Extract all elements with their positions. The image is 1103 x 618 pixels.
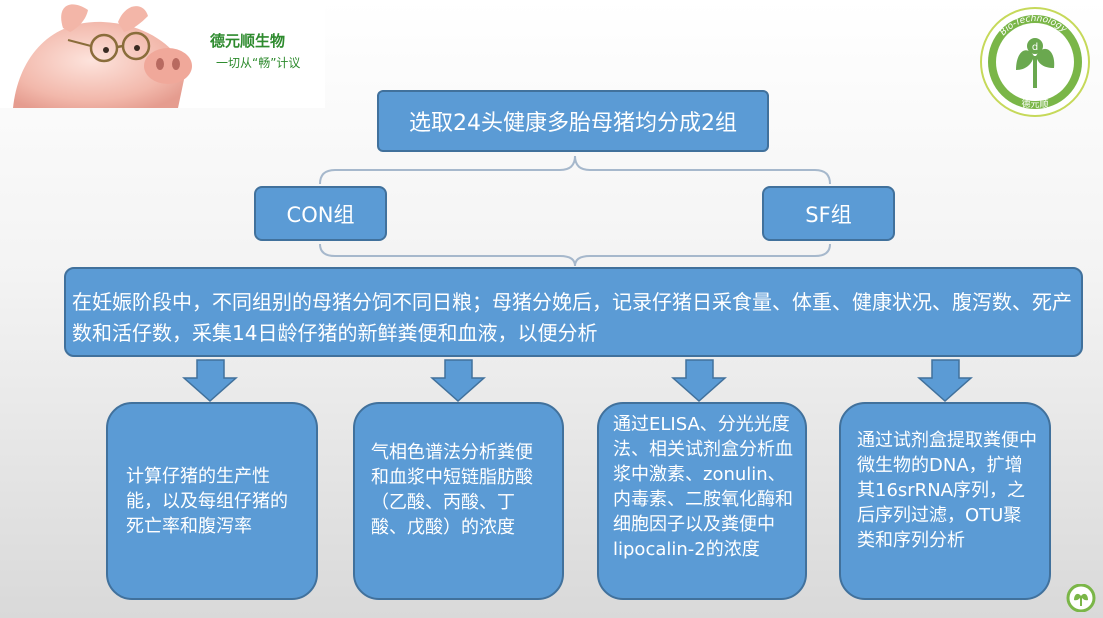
logo-bottom-text: 德元顺 [1021, 98, 1048, 110]
con-group-box: CON组 [254, 186, 387, 241]
result-box-scfa: 气相色谱法分析粪便和血浆中短链脂肪酸（乙酸、丙酸、丁酸、戊酸）的浓度 [353, 402, 564, 600]
result-box-performance: 计算仔猪的生产性能，以及每组仔猪的死亡率和腹泻率 [106, 402, 318, 600]
brand-slogan: 一切从“畅”计议 [216, 56, 301, 70]
brand-name: 德元顺生物 [210, 32, 286, 50]
down-arrow-icon [430, 359, 486, 403]
sf-group-box: SF组 [762, 186, 895, 241]
down-arrow-icon [182, 359, 238, 403]
description-box: 在妊娠阶段中，不同组别的母猪分饲不同日粮；母猪分娩后，记录仔猪日采食量、体重、健… [64, 267, 1083, 357]
brace-bottom [319, 243, 831, 267]
pig-photo [13, 4, 192, 108]
result-box-microbiome: 通过试剂盒提取粪便中微生物的DNA，扩增其16srRNA序列，之后序列过滤，OT… [839, 402, 1051, 600]
brace-top [319, 155, 831, 185]
result-box-elisa: 通过ELISA、分光光度法、相关试剂盒分析血浆中激素、zonulin、内毒素、二… [597, 402, 807, 600]
svg-text:d: d [1032, 42, 1038, 53]
down-arrow-icon [671, 359, 727, 403]
brand-logo-icon: Bio-Technology d 德元顺 [980, 7, 1090, 117]
down-arrow-icon [917, 359, 973, 403]
mini-logo-icon [1066, 584, 1096, 612]
brand-header: 德元顺生物 一切从“畅”计议 [0, 0, 325, 108]
title-box: 选取24头健康多胎母猪均分成2组 [377, 90, 769, 152]
